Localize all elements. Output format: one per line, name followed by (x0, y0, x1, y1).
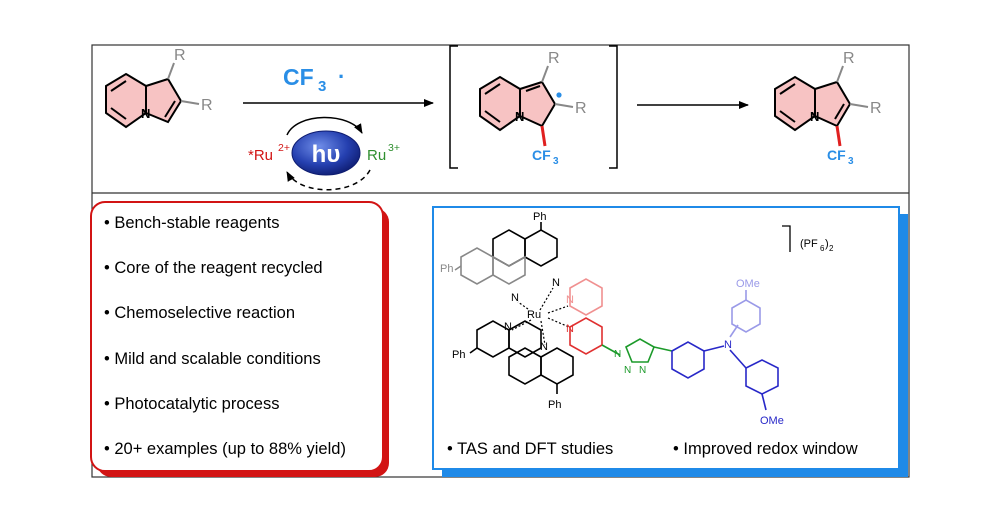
svg-text:6: 6 (820, 244, 825, 253)
svg-text:2: 2 (829, 244, 834, 253)
ru-center: Ru (527, 309, 541, 321)
svg-text:R: R (575, 100, 587, 117)
svg-text:N: N (540, 341, 548, 353)
svg-text:Ph: Ph (548, 399, 561, 411)
feature-item: • Core of the reagent recycled (104, 259, 323, 277)
ru3-charge: 3+ (388, 142, 400, 154)
ruthenium-complex-structure: Ph Ph N N Ph Ph N N Ru (440, 211, 784, 427)
ru2-label: *Ru (248, 147, 273, 164)
svg-text:R: R (870, 100, 882, 117)
n-label: N (141, 106, 150, 121)
svg-text:N: N (515, 109, 524, 124)
caption-tas-dft: • TAS and DFT studies (447, 440, 614, 458)
catalyst-box (432, 206, 900, 470)
radical-dot (556, 92, 562, 98)
cf3-indolizine-product: R R N CF 3 (774, 50, 882, 167)
svg-text:CF: CF (532, 147, 551, 163)
svg-text:N: N (624, 365, 631, 376)
svg-text:Ph: Ph (533, 211, 546, 223)
svg-text:3: 3 (553, 156, 559, 167)
svg-text:OMe: OMe (736, 278, 760, 290)
ru2-charge: 2+ (278, 142, 290, 154)
svg-text:N: N (552, 277, 560, 289)
svg-text:): ) (825, 238, 829, 250)
svg-text:N: N (614, 349, 621, 360)
svg-text:N: N (724, 339, 732, 351)
svg-text:CF: CF (283, 64, 314, 90)
svg-text:N: N (566, 294, 574, 306)
svg-text:OMe: OMe (760, 415, 784, 427)
phenanthroline-upper (454, 222, 558, 285)
light-hv-ellipse (291, 130, 361, 176)
svg-text:CF: CF (827, 147, 846, 163)
feature-item: • Bench-stable reagents (104, 214, 280, 232)
svg-text:R: R (843, 50, 855, 67)
counterion-label: (PF 6 ) 2 (782, 225, 834, 253)
svg-text:(PF: (PF (800, 238, 818, 250)
svg-text:3: 3 (848, 156, 854, 167)
svg-text:·: · (338, 64, 345, 89)
feature-item: • Mild and scalable conditions (104, 350, 321, 368)
svg-text:Ph: Ph (440, 263, 453, 275)
photoredox-cycle: hυ *Ru 2+ Ru 3+ (248, 116, 400, 191)
radical-intermediate: R R N CF 3 (479, 50, 587, 167)
svg-text:3: 3 (318, 78, 326, 95)
bracket-left (449, 45, 458, 169)
triarylamine-donor (671, 290, 779, 411)
phenanthroline-lower (469, 320, 574, 394)
r-label-side: R (201, 97, 213, 114)
ru3-label: Ru (367, 147, 386, 164)
triazole-linker (601, 338, 673, 363)
cf3-radical-reagent: CF 3 · (283, 64, 345, 95)
bracket-right (609, 45, 618, 169)
svg-text:R: R (548, 50, 560, 67)
feature-item: • Chemoselective reaction (104, 304, 296, 322)
svg-text:N: N (639, 365, 646, 376)
hv-label: hυ (312, 141, 341, 168)
caption-redox-window: • Improved redox window (673, 440, 858, 458)
svg-text:Ph: Ph (452, 349, 465, 361)
r-label-top: R (174, 47, 186, 64)
svg-text:N: N (810, 109, 819, 124)
svg-text:N: N (504, 321, 512, 333)
svg-text:N: N (566, 323, 574, 335)
feature-item: • Photocatalytic process (104, 395, 280, 413)
indolizine-starting-material: R R N (105, 47, 213, 129)
svg-text:N: N (511, 292, 519, 304)
features-box (90, 201, 384, 472)
feature-item: • 20+ examples (up to 88% yield) (104, 440, 346, 458)
